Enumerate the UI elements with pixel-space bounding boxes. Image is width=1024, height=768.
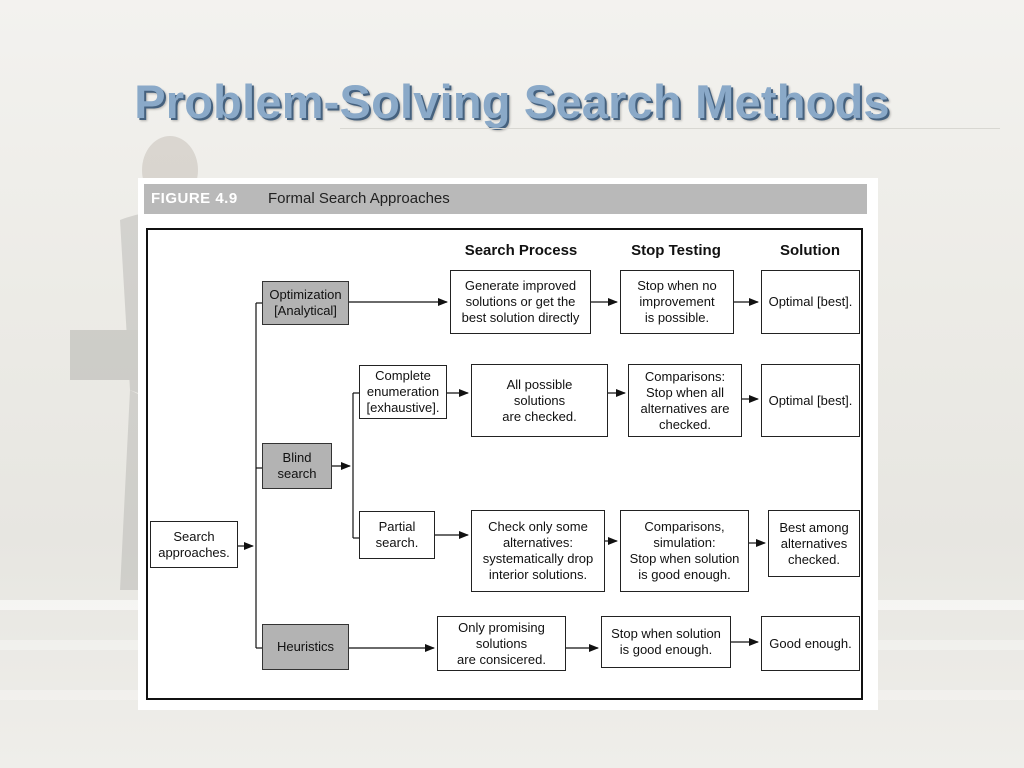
node-enumeration-process: All possible solutions are checked. [471,364,608,437]
node-enumeration-stop: Comparisons: Stop when all alternatives … [628,364,742,437]
node-search-approaches: Search approaches. [150,521,238,568]
column-header-stop-testing: Stop Testing [631,242,721,259]
figure-number: FIGURE 4.9 [151,190,238,207]
figure-panel: FIGURE 4.9 Formal Search Approaches [138,178,878,710]
node-heuristics-stop: Stop when solution is good enough. [601,616,731,668]
node-heuristics-solution: Good enough. [761,616,860,671]
node-heuristics: Heuristics [262,624,349,670]
connector-lines [238,298,766,652]
node-optimization-stop: Stop when no improvement is possible. [620,270,734,334]
node-enumeration-solution: Optimal [best]. [761,364,860,437]
diagram-frame [146,228,863,700]
figure-caption: Formal Search Approaches [268,190,450,207]
node-optimization-process: Generate improved solutions or get the b… [450,270,591,334]
node-optimization-solution: Optimal [best]. [761,270,860,334]
node-partial-stop: Comparisons, simulation: Stop when solut… [620,510,749,592]
node-blind-search: Blind search [262,443,332,489]
node-optimization: Optimization [Analytical] [262,281,349,325]
node-partial-search: Partial search. [359,511,435,559]
column-header-search-process: Search Process [464,242,578,259]
column-header-solution: Solution [780,242,840,259]
node-complete-enumeration: Complete enumeration [exhaustive]. [359,365,447,419]
figure-header-bar: FIGURE 4.9 Formal Search Approaches [144,184,867,214]
node-partial-process: Check only some alternatives: systematic… [471,510,605,592]
node-heuristics-process: Only promising solutions are consicered. [437,616,566,671]
node-partial-solution: Best among alternatives checked. [768,510,860,577]
title-underline [340,128,1000,129]
slide-title: Problem-Solving Search Methods [134,75,890,128]
